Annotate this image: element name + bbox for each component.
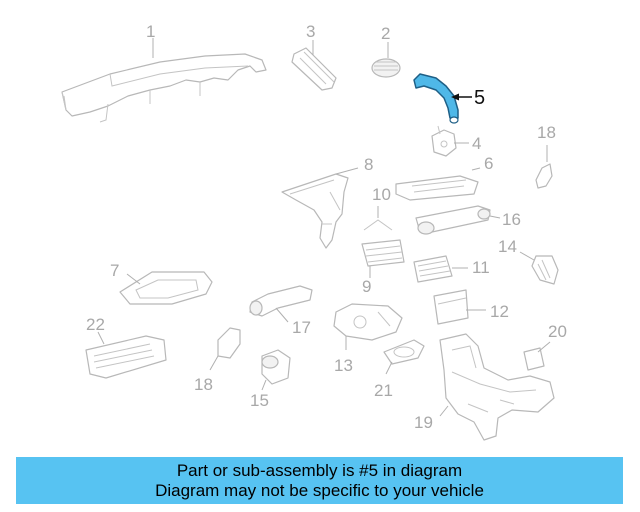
banner-line-2: Diagram may not be specific to your vehi… (155, 481, 484, 500)
part-4-bracket[interactable] (431, 125, 457, 157)
callout-11: 11 (472, 258, 490, 277)
part-18-cap-upper[interactable] (535, 163, 553, 189)
callout-12: 12 (490, 302, 509, 321)
callout-6: 6 (484, 154, 493, 173)
callout-5: 5 (474, 87, 485, 109)
part-14-housing[interactable] (531, 255, 559, 285)
leader-14 (519, 251, 535, 261)
part-19-floor-duct[interactable] (439, 333, 555, 441)
callout-8: 8 (364, 155, 373, 174)
leader-16 (489, 215, 501, 219)
callout-17: 17 (292, 318, 311, 337)
part-13-housing[interactable] (333, 303, 403, 341)
leader-6 (471, 167, 481, 171)
callout-7: 7 (110, 261, 119, 280)
part-22-vent-panel[interactable] (85, 335, 167, 379)
callout-9: 9 (362, 277, 371, 296)
part-20-clip[interactable] (523, 347, 545, 371)
callout-16: 16 (502, 210, 521, 229)
part-21-vent-ring[interactable] (383, 339, 425, 365)
part-7-panel[interactable] (119, 271, 213, 305)
callout-21: 21 (374, 381, 393, 400)
callout-13: 13 (334, 356, 353, 375)
leader-19 (439, 405, 449, 417)
leader-21 (385, 361, 393, 375)
part-15-vent-cap[interactable] (261, 349, 291, 385)
leader-8 (335, 167, 359, 175)
callout-14: 14 (498, 237, 517, 256)
part-1-dash-duct[interactable] (61, 53, 267, 123)
part-18-cap-lower[interactable] (217, 327, 241, 359)
parts-diagram: 1 3 2 5 4 18 8 6 (61, 22, 567, 441)
callout-4: 4 (472, 134, 481, 153)
leader-15 (261, 379, 267, 391)
callout-15: 15 (250, 391, 269, 410)
callout-20: 20 (548, 322, 567, 341)
part-17-duct-elbow[interactable] (249, 285, 313, 317)
part-5-highlighted-duct[interactable] (413, 73, 459, 124)
banner-line-1: Part or sub-assembly is #5 in diagram (176, 461, 463, 480)
leader-18-lower (209, 355, 219, 371)
callout-18-lower: 18 (194, 375, 213, 394)
part-8-duct-assembly[interactable] (281, 173, 349, 249)
part-2-vent-grille[interactable] (371, 58, 401, 78)
leader-20 (537, 341, 551, 353)
callout-22: 22 (86, 315, 105, 334)
part-6-grille[interactable] (395, 175, 479, 201)
callout-19: 19 (414, 413, 433, 432)
part-12-bracket[interactable] (433, 289, 469, 325)
leader-22 (97, 331, 105, 345)
leader-7 (126, 273, 141, 285)
callout-10: 10 (372, 185, 391, 204)
callout-2: 2 (381, 24, 390, 43)
callout-1: 1 (146, 22, 155, 41)
callout-18-upper: 18 (537, 123, 556, 142)
part-16-duct[interactable] (415, 205, 491, 235)
leader-17 (275, 307, 289, 323)
callout-3: 3 (306, 22, 315, 41)
part-10-clip[interactable] (363, 206, 393, 231)
leader-5-arrowhead (451, 93, 459, 101)
part-11-vent[interactable] (413, 255, 453, 283)
info-banner: Part or sub-assembly is #5 in diagram Di… (16, 457, 623, 504)
part-3-duct-clip[interactable] (291, 47, 337, 91)
part-9-vent[interactable] (361, 239, 405, 267)
